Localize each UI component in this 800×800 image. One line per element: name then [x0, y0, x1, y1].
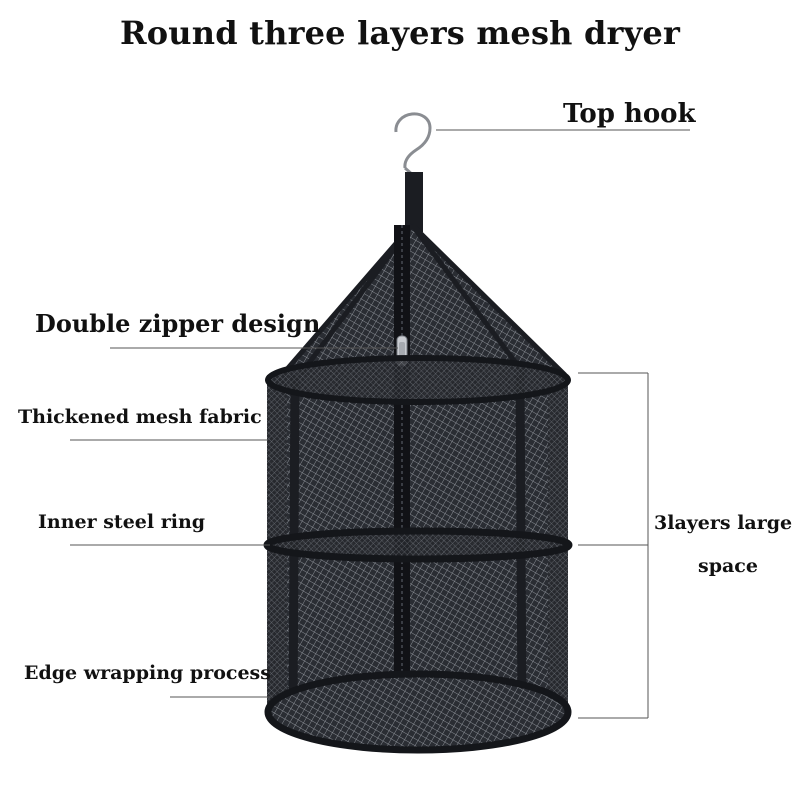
label-layers-space-line2: space — [698, 555, 758, 577]
label-edge-wrapping: Edge wrapping process — [24, 662, 271, 684]
label-thickened-mesh: Thickened mesh fabric — [18, 406, 262, 428]
label-inner-ring: Inner steel ring — [38, 511, 206, 533]
label-top-hook: Top hook — [563, 99, 696, 129]
top-hook-icon — [394, 112, 432, 179]
hanging-strap — [405, 172, 423, 232]
label-double-zipper: Double zipper design — [35, 309, 321, 338]
inner-steel-ring-bottom — [264, 670, 572, 754]
inner-steel-ring-top — [265, 355, 571, 405]
page-title: Round three layers mesh dryer — [119, 14, 681, 52]
conical-top-mesh — [282, 225, 565, 375]
leader-lines — [70, 129, 690, 719]
label-layers-space-line1: 3layers large — [654, 512, 793, 534]
inner-steel-ring-middle — [263, 527, 573, 563]
double-zipper-icon — [394, 225, 410, 745]
